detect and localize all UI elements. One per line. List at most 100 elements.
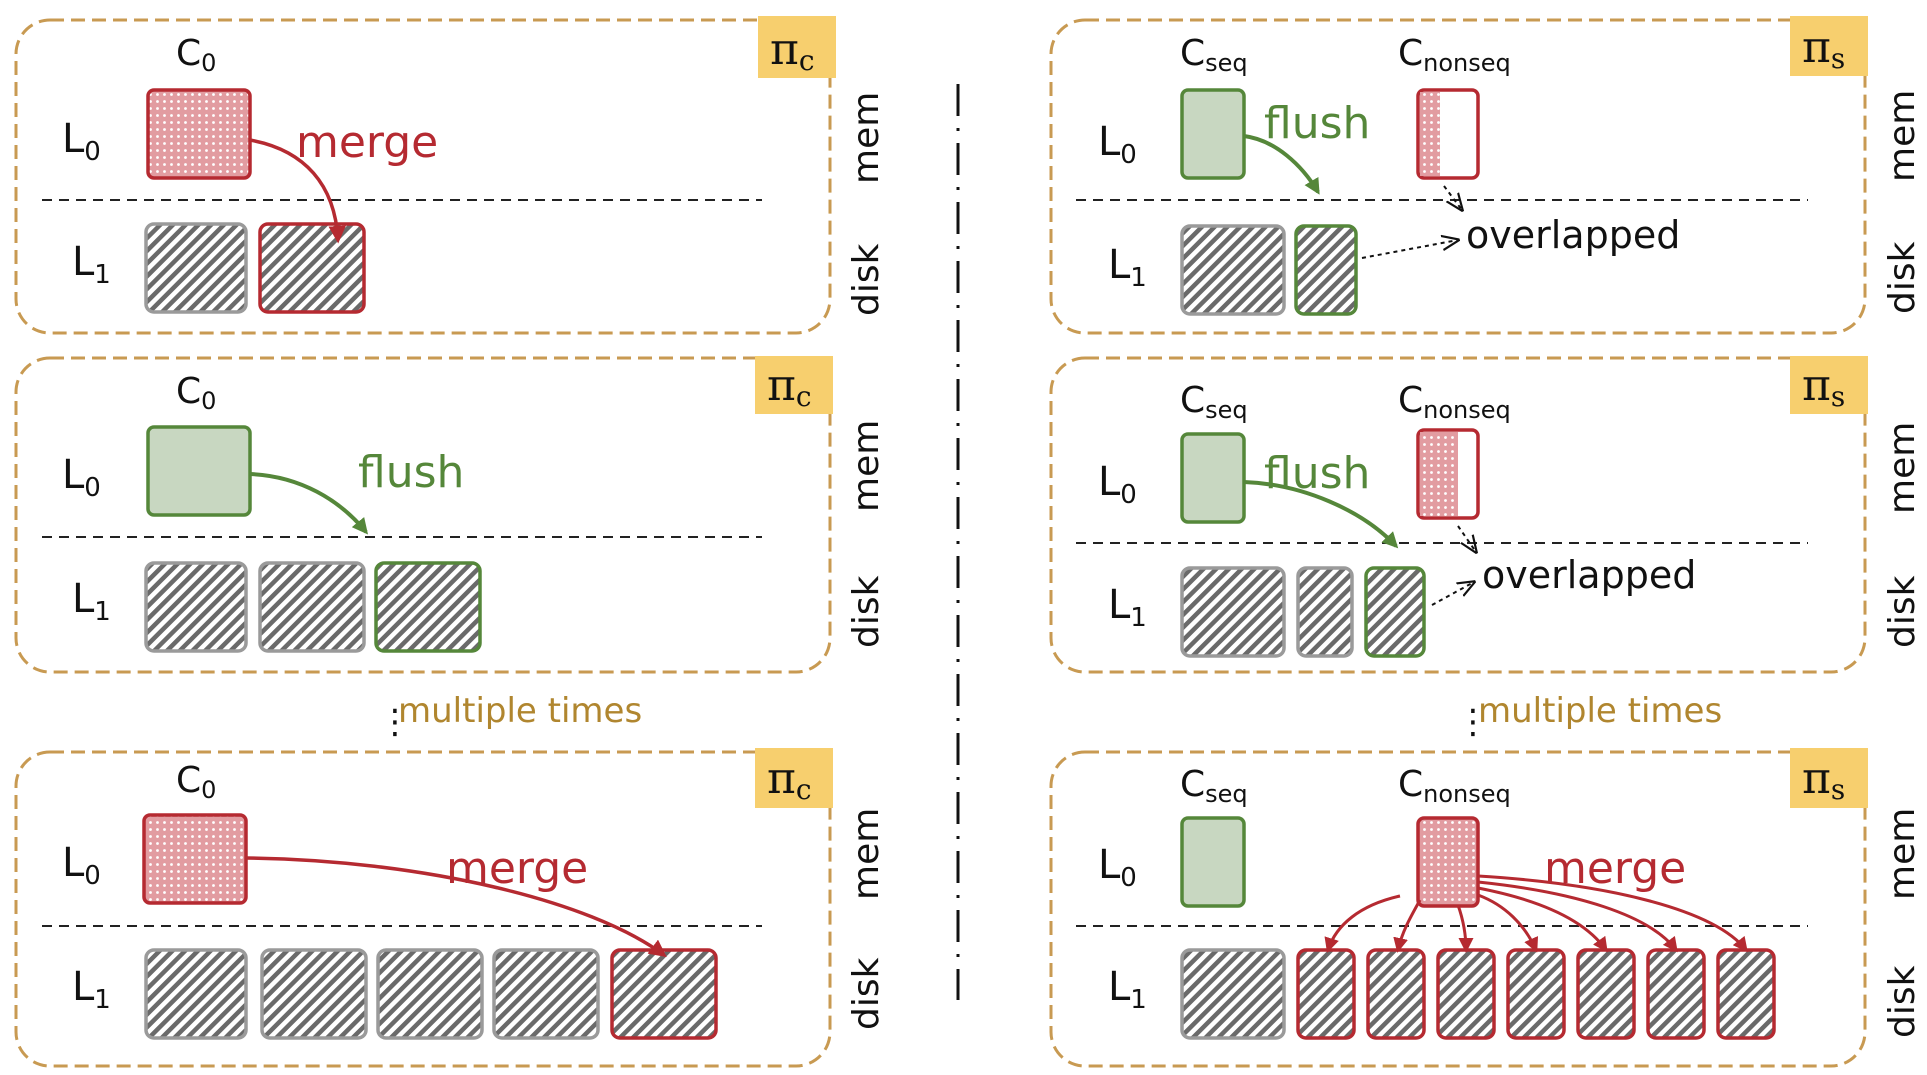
panel-frame (14, 356, 832, 674)
panel-frame (1049, 18, 1867, 335)
sstable-merged-block (1366, 948, 1426, 1040)
nonseq-memtable-block (1416, 816, 1480, 908)
sstable-merged-block (1716, 948, 1776, 1040)
memtable-block (146, 425, 252, 517)
mem-label: mem (1882, 422, 1923, 514)
policy-label: πs (1802, 22, 1845, 75)
panel-frame (1049, 356, 1867, 674)
level-l1-label: L1 (1108, 242, 1147, 293)
component-c0-label: C0 (176, 33, 216, 77)
level-l1-label: L1 (72, 964, 111, 1015)
level-l1-label: L1 (1108, 964, 1147, 1015)
mem-label: mem (846, 92, 887, 184)
overlap-arrow-up (1457, 525, 1476, 552)
level-l0-label: L0 (62, 452, 101, 503)
sstable-block (260, 948, 368, 1040)
sstable-block (492, 948, 600, 1040)
sstable-block (1180, 948, 1286, 1040)
level-l0-label: L0 (1098, 459, 1137, 510)
disk-label: disk (1882, 575, 1923, 648)
seq-memtable-block (1180, 816, 1246, 908)
panel-left-2: πc C0 L0 L1 mem disk flush (14, 356, 887, 674)
merge-arrow (245, 856, 667, 958)
sstable-merged-block (1436, 948, 1496, 1040)
policy-label: πc (767, 753, 812, 806)
nonseq-memtable-fill (1420, 92, 1440, 176)
merge-label: merge (296, 117, 438, 168)
sstable-block (144, 561, 248, 653)
policy-badge (1790, 748, 1868, 808)
policy-label: πc (767, 360, 812, 413)
mem-label: mem (1882, 90, 1923, 182)
level-l0-label: L0 (62, 116, 101, 167)
component-cseq-label: Cseq (1180, 764, 1248, 808)
flush-arrow (1243, 480, 1399, 549)
disk-label: disk (846, 957, 887, 1030)
flush-label: flush (1264, 448, 1370, 499)
sstable-merged-block (1646, 948, 1706, 1040)
mem-label: mem (1882, 808, 1923, 900)
flush-label: flush (1264, 98, 1370, 149)
overlap-arrow-down (1431, 582, 1474, 606)
vertical-ellipsis: ⋮ (1456, 702, 1490, 742)
sstable-flushed-block (1294, 224, 1358, 316)
sstable-block (1180, 224, 1286, 316)
sstable-merged-block (1506, 948, 1566, 1040)
multiple-times-label: multiple times (1478, 691, 1722, 731)
multiple-times-right: ⋮ multiple times (1456, 691, 1722, 742)
policy-label: πc (770, 24, 815, 77)
component-c0-label: C0 (176, 371, 216, 415)
level-l1-label: L1 (72, 239, 111, 290)
merge-arrow (1477, 893, 1539, 953)
sstable-block (144, 222, 248, 314)
vertical-ellipsis: ⋮ (378, 702, 412, 742)
seq-memtable-block (1180, 88, 1246, 180)
panel-frame (14, 18, 832, 335)
mem-label: mem (846, 420, 887, 512)
sstable-merged-block (610, 948, 718, 1040)
merge-arrow (1393, 899, 1422, 953)
merge-arrow (1477, 880, 1678, 953)
memtable-block (146, 88, 252, 180)
disk-label: disk (1882, 241, 1923, 314)
sstable-block (258, 561, 366, 653)
flush-arrow (1243, 134, 1320, 195)
sstable-merged-block (1576, 948, 1636, 1040)
merge-arrows (1324, 874, 1748, 953)
mem-label: mem (846, 808, 887, 900)
policy-badge (755, 748, 833, 808)
panel-right-1: πs Cseq Cnonseq L0 L1 mem disk flush ove… (1049, 16, 1923, 335)
panel-left-1: πc C0 L0 L1 mem disk merge (14, 16, 887, 335)
merged-sstables (1296, 948, 1776, 1040)
panel-frame (1049, 750, 1867, 1068)
sstable-block (1296, 566, 1354, 658)
policy-badge (1790, 356, 1868, 414)
multiple-times-label: multiple times (398, 691, 642, 731)
component-cseq-label: Cseq (1180, 33, 1248, 77)
component-c0-label: C0 (176, 760, 216, 804)
component-cnonseq-label: Cnonseq (1398, 764, 1511, 808)
sstable-block (144, 948, 248, 1040)
panel-frame (14, 750, 832, 1068)
sstable-block (1180, 566, 1286, 658)
policy-badge (1790, 16, 1868, 76)
component-cnonseq-label: Cnonseq (1398, 33, 1511, 77)
panel-left-3: πc C0 L0 L1 mem disk merge (14, 748, 887, 1068)
flush-label: flush (358, 447, 464, 498)
disk-label: disk (846, 243, 887, 316)
merge-arrow (1477, 874, 1748, 953)
policy-badge (758, 16, 836, 78)
level-l0-label: L0 (62, 840, 101, 891)
merge-arrow (249, 138, 346, 244)
panel-right-2: πs Cseq Cnonseq L0 L1 mem disk flush ove… (1049, 356, 1923, 674)
nonseq-memtable-fill (1420, 432, 1458, 516)
disk-label: disk (1882, 965, 1923, 1038)
policy-label: πs (1802, 753, 1845, 806)
merge-arrow (1477, 886, 1608, 953)
panel-right-3: πs Cseq Cnonseq L0 L1 mem disk mer (1049, 748, 1923, 1068)
sstable-flushed-block (374, 561, 482, 653)
sstable-flushed-block (1364, 566, 1426, 658)
overlap-arrow-up (1443, 185, 1462, 210)
component-cnonseq-label: Cnonseq (1398, 380, 1511, 424)
